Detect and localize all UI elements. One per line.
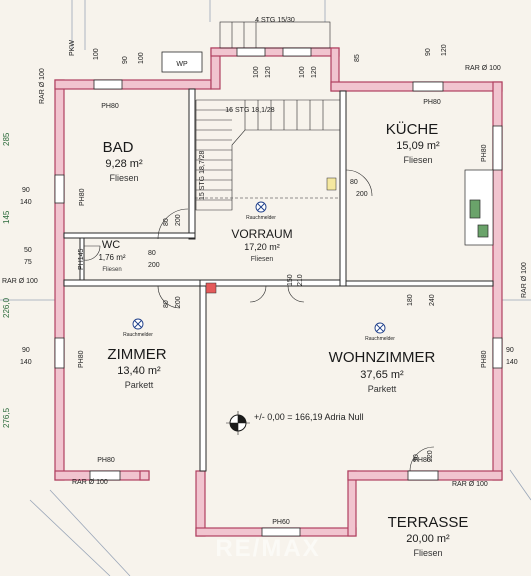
smoke-detector-icon <box>132 201 386 334</box>
wc-area: 1,76 m² <box>98 253 125 262</box>
wohnzimmer-area: 37,65 m² <box>360 369 404 381</box>
kueche-floor: Fliesen <box>403 155 432 165</box>
svg-text:140: 140 <box>20 359 32 366</box>
ph-wohn-side: PH80 <box>481 350 488 368</box>
svg-text:90: 90 <box>425 48 432 56</box>
svg-text:120: 120 <box>441 44 448 56</box>
door-swings <box>83 169 435 472</box>
svg-text:80: 80 <box>350 179 358 186</box>
svg-text:85: 85 <box>354 54 361 62</box>
svg-text:80: 80 <box>163 300 170 308</box>
ph-kueche-side: PH80 <box>481 144 488 162</box>
interior-walls <box>63 88 494 472</box>
elevation-marker-icon <box>226 411 250 435</box>
wc-floor: Fliesen <box>102 267 121 273</box>
wc-title: WC <box>102 239 120 251</box>
svg-text:90: 90 <box>122 56 129 64</box>
windows <box>54 47 503 537</box>
terrasse-title: TERRASSE <box>388 514 469 531</box>
svg-text:220: 220 <box>427 450 434 462</box>
switch-box <box>326 177 337 191</box>
zimmer-area: 13,40 m² <box>117 365 161 377</box>
ph-wohn-south: PH60 <box>272 519 290 526</box>
wohnzimmer-floor: Parkett <box>368 384 397 394</box>
stair-top-label: 4 STG 15/30 <box>255 17 295 24</box>
rar-right-top: RAR Ø 100 <box>465 65 501 72</box>
watermark: RE/MAX <box>215 535 320 562</box>
svg-text:210: 210 <box>297 274 304 286</box>
bad-area: 9,28 m² <box>105 158 143 170</box>
svg-text:145: 145 <box>2 210 11 224</box>
svg-text:90: 90 <box>413 454 420 462</box>
svg-text:100: 100 <box>93 48 100 60</box>
svg-text:100: 100 <box>299 66 306 78</box>
svg-text:200: 200 <box>175 296 182 308</box>
stair-main-label: 16 STG 18,1/28 <box>225 107 275 114</box>
svg-text:80: 80 <box>148 250 156 257</box>
svg-text:226,0: 226,0 <box>2 297 11 318</box>
ph-kueche: PH80 <box>423 99 441 106</box>
zimmer-floor: Parkett <box>125 380 154 390</box>
svg-text:90: 90 <box>22 347 30 354</box>
terrasse-floor: Fliesen <box>413 548 442 558</box>
smoke-label-wohnzimmer: Rauchmelder <box>365 336 395 342</box>
ph-wc: PH145 <box>78 248 85 270</box>
svg-text:120: 120 <box>311 66 318 78</box>
terrasse-area: 20,00 m² <box>406 533 450 545</box>
rar-left-mid: RAR Ø 100 <box>2 278 38 285</box>
dimension-labels: 90 100 100 120 100 120 90 120 80 200 80 … <box>2 40 518 462</box>
elevation-label: +/- 0,00 = 166,19 Adria Null <box>254 412 364 422</box>
svg-text:200: 200 <box>356 191 368 198</box>
bad-floor: Fliesen <box>109 173 138 183</box>
vorraum-title: VORRAUM <box>231 227 292 241</box>
svg-text:180: 180 <box>407 294 414 306</box>
electric-box <box>205 282 217 294</box>
wp-label: WP <box>176 61 188 68</box>
svg-text:120: 120 <box>265 66 272 78</box>
rar-left-top: RAR Ø 100 <box>39 68 46 104</box>
stair-side-label: 15 STG 18,7/28 <box>199 150 206 200</box>
zimmer-title: ZIMMER <box>107 346 166 363</box>
rar-right-mid: RAR Ø 100 <box>521 262 528 298</box>
vorraum-floor: Fliesen <box>251 256 274 263</box>
ph-zimmer-side: PH80 <box>78 350 85 368</box>
ph-zimmer-bottom: PH80 <box>97 457 115 464</box>
svg-text:140: 140 <box>20 199 32 206</box>
svg-text:100: 100 <box>138 52 145 64</box>
ph-wohn-bottom: PH80 <box>413 457 431 464</box>
svg-text:276,5: 276,5 <box>2 407 11 428</box>
kueche-title: KÜCHE <box>386 120 439 138</box>
vorraum-area: 17,20 m² <box>244 242 280 252</box>
rar-left-bottom: RAR Ø 100 <box>72 479 108 486</box>
kueche-area: 15,09 m² <box>396 140 440 152</box>
rain-pipe-labels: RAR Ø 100 RAR Ø 100 RAR Ø 100 RAR Ø 100 … <box>2 65 528 488</box>
rar-right-bottom: RAR Ø 100 <box>452 481 488 488</box>
ph-bad-side: PH80 <box>79 188 86 206</box>
svg-text:PKW: PKW <box>69 40 76 56</box>
svg-text:200: 200 <box>175 214 182 226</box>
svg-text:80: 80 <box>163 218 170 226</box>
svg-text:150: 150 <box>287 274 294 286</box>
svg-text:100: 100 <box>253 66 260 78</box>
svg-text:285: 285 <box>2 132 11 146</box>
smoke-label-vorraum: Rauchmelder <box>246 215 276 221</box>
svg-text:140: 140 <box>506 359 518 366</box>
kitchen-counter <box>464 169 494 246</box>
svg-text:90: 90 <box>506 347 514 354</box>
bad-title: BAD <box>103 139 134 156</box>
smoke-label-zimmer: Rauchmelder <box>123 332 153 338</box>
wp-box <box>161 51 203 73</box>
ph-bad: PH80 <box>101 103 119 110</box>
svg-text:200: 200 <box>148 262 160 269</box>
wohnzimmer-title: WOHNZIMMER <box>329 349 436 366</box>
svg-text:240: 240 <box>429 294 436 306</box>
svg-text:90: 90 <box>22 187 30 194</box>
svg-text:50: 50 <box>24 247 32 254</box>
staircase <box>195 21 340 211</box>
svg-text:75: 75 <box>24 259 32 266</box>
